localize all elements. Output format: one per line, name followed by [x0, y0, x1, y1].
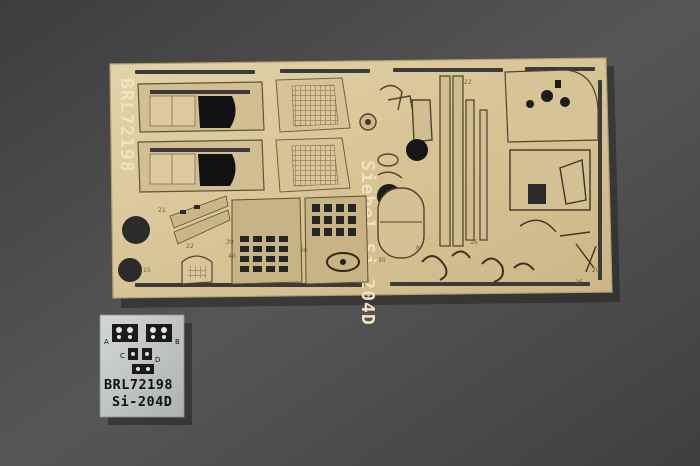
strap-cluster [169, 195, 231, 245]
svg-text:30: 30 [300, 247, 308, 254]
round-hole-1 [406, 139, 428, 161]
instrument-faces-c [128, 348, 152, 360]
round-hole-3 [118, 258, 142, 282]
round-hole-2 [122, 216, 150, 244]
right-lower-parts [509, 149, 597, 273]
fret-code: BRL72198 [116, 78, 137, 173]
shield-part [181, 255, 213, 285]
svg-text:20: 20 [592, 267, 600, 274]
vertical-rails [439, 75, 488, 247]
svg-text:40: 40 [228, 253, 236, 260]
small-parts-center [359, 84, 433, 179]
svg-text:39: 39 [226, 239, 234, 246]
svg-text:22: 22 [186, 243, 194, 250]
film-code: BRL72198 [104, 377, 173, 393]
floor-panel-upper [275, 77, 351, 133]
seat-frame-lower [137, 139, 265, 193]
instrument-faces-b [146, 324, 172, 342]
svg-text:8: 8 [416, 245, 420, 252]
svg-text:30: 30 [378, 257, 386, 264]
instrument-faces-a [112, 324, 138, 342]
acetate-film: A B C D BRL72198 Si-204D [99, 314, 185, 418]
lattice-panel-left [231, 197, 303, 285]
floor-panel-lower [275, 137, 351, 193]
svg-text:21: 21 [158, 207, 166, 214]
svg-text:26: 26 [575, 279, 583, 286]
film-letter-a: A [104, 338, 109, 346]
instrument-panel [504, 69, 599, 143]
curled-parts [421, 250, 535, 283]
film-letter-c: C [120, 352, 125, 360]
photo-etched-fret: BRL72198 Siebel Si-204D [109, 57, 613, 326]
seat-frame-upper [137, 81, 265, 133]
instrument-faces-d [132, 364, 154, 374]
film-letter-b: B [175, 338, 180, 346]
svg-text:22: 22 [464, 79, 472, 86]
film-model: Si-204D [112, 394, 172, 410]
svg-text:15: 15 [143, 267, 151, 274]
lozenge-part [377, 187, 425, 259]
svg-text:16: 16 [470, 239, 478, 246]
lattice-panel-right [304, 195, 369, 285]
part-number-labels: 15 21 22 39 40 30 22 16 20 8 30 26 [143, 79, 600, 286]
film-letter-d: D [155, 356, 160, 364]
